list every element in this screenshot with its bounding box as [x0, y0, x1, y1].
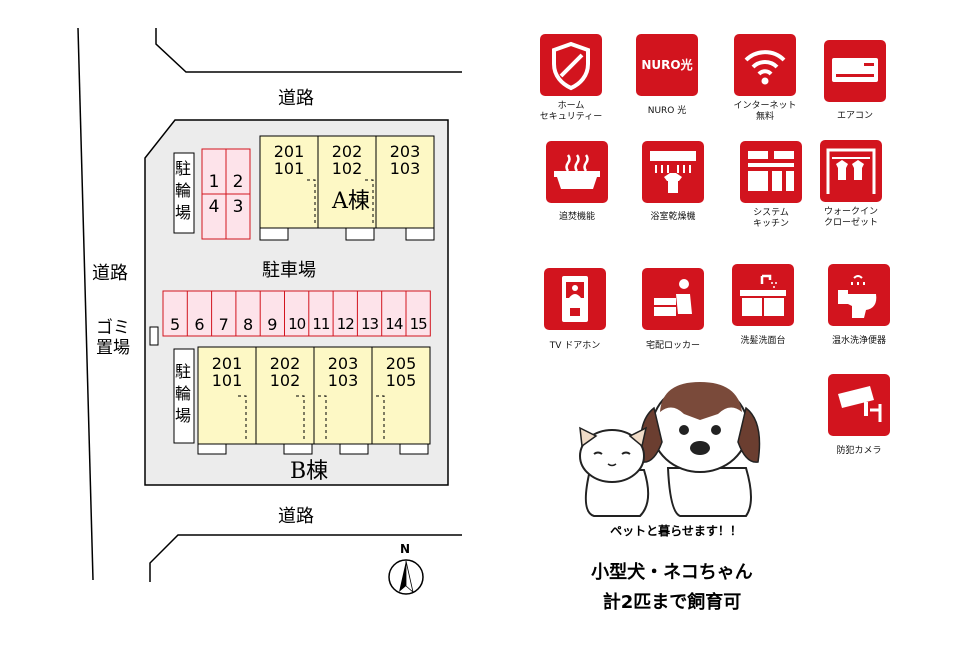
unit-number: 103: [389, 159, 421, 178]
parking-row: [162, 290, 431, 337]
parking-row-bg: [162, 290, 431, 337]
building-a: [259, 135, 435, 241]
amenity-label: 宅配ロッカー: [645, 341, 700, 351]
kitchen-icon: [740, 141, 802, 203]
unit-number: 201: [273, 142, 305, 161]
parking-spot-13: 13: [360, 315, 379, 333]
unit-b-4: 205 105: [372, 355, 430, 389]
closet-icon: [820, 140, 882, 202]
washbasin-icon: [732, 264, 794, 326]
amenity-label: インターネット 無料: [733, 101, 797, 122]
building-b-label: B棟: [290, 459, 329, 484]
unit-b-1: 201 101: [198, 355, 256, 389]
unit-number: 102: [331, 159, 363, 178]
parking-spot-8: 8: [242, 315, 254, 334]
bathroom-dryer-icon: [642, 141, 704, 203]
unit-number: 203: [327, 354, 359, 373]
bicycle-parking-bottom: [173, 348, 195, 444]
unit-number: 103: [327, 371, 359, 390]
parking-spot-11: 11: [312, 315, 330, 333]
amenity-label: 温水洗浄便器: [831, 336, 886, 346]
road-edge-top: [155, 28, 462, 73]
intercom-icon: [544, 268, 606, 330]
parking-spot-3: 3: [232, 197, 244, 217]
wifi-icon: [734, 34, 796, 96]
parking-spot-2: 2: [232, 172, 244, 192]
parking-spot-9: 9: [267, 315, 278, 334]
unit-number: 202: [269, 354, 301, 373]
amenity-label: ウォークイン クローゼット: [823, 207, 878, 228]
unit-number: 105: [385, 371, 417, 390]
site-map: [77, 27, 462, 595]
shield-icon: [540, 34, 602, 96]
road-label-top: 道路: [278, 88, 314, 109]
parking-spot-5: 5: [170, 315, 181, 334]
garbage-label: ゴミ置場: [96, 318, 130, 358]
unit-number: 203: [389, 142, 421, 161]
air-conditioner-icon: [824, 40, 886, 102]
garbage-box: [149, 326, 159, 346]
unit-number: 205: [385, 354, 417, 373]
north-compass-icon: [388, 559, 424, 595]
amenity-label: ホーム セキュリティー: [539, 101, 603, 122]
bicycle-parking-top: [173, 152, 195, 234]
unit-a-2: 202 102: [318, 143, 376, 177]
amenity-label: 浴室乾燥機: [650, 212, 696, 222]
road-label-left: 道路: [92, 263, 128, 284]
unit-b-3: 203 103: [314, 355, 372, 389]
pets-illustration: [579, 382, 761, 517]
amenity-label: 洗髪洗面台: [740, 336, 786, 346]
cat-icon: [579, 426, 650, 517]
pets-caption: ペットと暮らせます！！: [610, 524, 742, 538]
building-a-label: A棟: [332, 189, 370, 214]
camera-icon: [828, 374, 890, 436]
unit-a-3: 203 103: [376, 143, 434, 177]
road-edge-left: [77, 27, 94, 581]
amenity-label: 防犯カメラ: [836, 446, 882, 456]
amenity-label: 追焚機能: [558, 212, 595, 222]
road-label-bottom: 道路: [278, 506, 314, 527]
parking-label: 駐車場: [262, 260, 316, 281]
toilet-icon: [828, 264, 890, 326]
bathtub-icon: [546, 141, 608, 203]
parking-spot-6: 6: [194, 315, 205, 334]
bicycle-label-bottom: 駐輪場: [175, 362, 192, 425]
bicycle-label-top: 駐輪場: [175, 159, 192, 222]
unit-number: 101: [273, 159, 305, 178]
parking-spot-10: 10: [288, 315, 306, 333]
dog-icon: [639, 382, 761, 517]
north-label: N: [400, 542, 411, 556]
parking-spot-7: 7: [218, 315, 229, 334]
parking-spot-14: 14: [385, 315, 403, 333]
amenity-label: NURO 光: [647, 106, 687, 116]
parking-spot-4: 4: [208, 197, 220, 217]
amenity-label: エアコン: [836, 111, 873, 121]
parking-spot-15: 15: [409, 315, 428, 333]
unit-number: 201: [211, 354, 243, 373]
parking-top-block: [201, 148, 251, 240]
unit-number: 102: [269, 371, 301, 390]
nuro-icon: NURO光: [636, 34, 698, 96]
unit-number: 202: [331, 142, 363, 161]
road-edge-bottom: [149, 534, 462, 582]
parking-spot-1: 1: [208, 172, 220, 192]
amenity-label: システム キッチン: [752, 208, 789, 229]
pets-line-1: 小型犬・ネコちゃん: [591, 562, 753, 583]
unit-number: 101: [211, 371, 243, 390]
amenity-label: TV ドアホン: [549, 341, 601, 351]
parking-spot-12: 12: [336, 315, 355, 333]
unit-a-1: 201 101: [260, 143, 318, 177]
delivery-locker-icon: [642, 268, 704, 330]
nuro-badge: NURO光: [641, 58, 693, 72]
unit-b-2: 202 102: [256, 355, 314, 389]
building-b: [197, 346, 431, 455]
pets-line-2: 計2匹まで飼育可: [602, 592, 742, 613]
